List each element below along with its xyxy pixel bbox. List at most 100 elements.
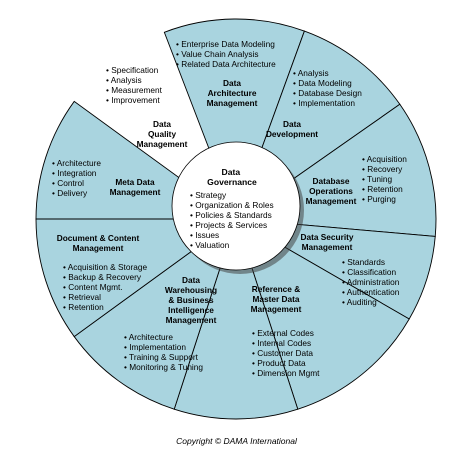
hub-disc (171, 141, 301, 271)
segment-item: • Specification (106, 65, 159, 75)
segment-title-line: Data Security (300, 232, 353, 242)
hub-item-list: • Strategy • Organization & Roles • Poli… (190, 190, 276, 250)
segment-item: • Purging (362, 194, 396, 204)
segment-item: • Content Mgmt. (63, 282, 123, 292)
segment-wedge-reference-master-data-management (235, 218, 410, 410)
hub-item: • Projects & Services (190, 220, 267, 230)
segment-items-data-architecture-management: • Enterprise Data Modeling• Value Chain … (176, 39, 276, 69)
segment-wedge-data-architecture-management (163, 18, 305, 221)
segment-item: • Analysis (106, 75, 142, 85)
hub-text: Data Governance • Strategy • Organizatio… (190, 167, 276, 250)
segment-title-line: Reference & (252, 284, 300, 294)
segment-title-line: Data (182, 275, 200, 285)
segment-item: • Analysis (293, 68, 329, 78)
segment-title-line: Data (153, 119, 171, 129)
segment-title-line: Operations (309, 186, 353, 196)
segment-title-line: Database (313, 176, 350, 186)
hub-title-line: Data (221, 167, 240, 177)
segment-item: • Integration (52, 168, 97, 178)
segment-item: • Measurement (106, 85, 163, 95)
segment-items-document-content-management: • Acquisition & Storage• Backup & Recove… (63, 262, 147, 312)
segment-title-line: Management (137, 139, 188, 149)
segment-item: • Implementation (124, 342, 186, 352)
segment-item: • Dimension Mgmt (252, 368, 320, 378)
hub-item: • Organization & Roles (190, 200, 274, 210)
segment-item: • Recovery (362, 164, 403, 174)
segment-wedge-data-warehousing-bi-management (173, 217, 299, 420)
segment-item: • Data Modeling (293, 78, 352, 88)
segment-item: • External Codes (252, 328, 314, 338)
segment-items-database-operations-management: • Acquisition• Recovery• Tuning• Retenti… (362, 154, 407, 204)
segment-item: • Improvement (106, 95, 160, 105)
segment-item: • Training & Support (124, 352, 199, 362)
segment-item: • Retrieval (63, 292, 101, 302)
segment-items-data-warehousing-bi-management: • Architecture• Implementation• Training… (124, 332, 203, 372)
segment-items-meta-data-management: • Architecture• Integration• Control• De… (52, 158, 101, 198)
segment-item: • Internal Codes (252, 338, 311, 348)
segment-item: • Customer Data (252, 348, 313, 358)
segment-title-line: Data (223, 78, 241, 88)
segment-item: • Control (52, 178, 84, 188)
segment-item: • Standards (342, 257, 385, 267)
hub-title: Data Governance (207, 167, 257, 187)
segment-title-line: Architecture (208, 88, 257, 98)
segment-title-line: Management (166, 315, 217, 325)
segment-item: • Product Data (252, 358, 306, 368)
segment-title-line: & Business (168, 295, 214, 305)
hub-circle (171, 141, 304, 274)
segment-title-line: Development (266, 129, 318, 139)
segment-item: • Acquisition (362, 154, 407, 164)
segment-item: • Tuning (362, 174, 393, 184)
hub-item: • Policies & Standards (190, 210, 272, 220)
segment-title-line: Data (283, 119, 301, 129)
segment-title-line: Management (207, 98, 258, 108)
segment-item: • Backup & Recovery (63, 272, 142, 282)
segment-title-line: Management (251, 304, 302, 314)
segment-title-line: Management (73, 243, 124, 253)
segment-item: • Auditing (342, 297, 377, 307)
segment-items-data-quality-management: • Specification• Analysis• Measurement• … (106, 65, 163, 105)
segment-item: • Retention (362, 184, 403, 194)
hub-item: • Valuation (190, 240, 230, 250)
segment-item: • Classification (342, 267, 396, 277)
segment-wedge-meta-data-management (35, 218, 238, 338)
segment-item: • Database Design (293, 88, 362, 98)
segment-title-line: Quality (148, 129, 177, 139)
hub-item: • Issues (190, 230, 219, 240)
segment-item: • Acquisition & Storage (63, 262, 147, 272)
segment-item: • Implementation (293, 98, 355, 108)
segment-item: • Retention (63, 302, 104, 312)
segment-wedge-document-content-management (73, 217, 237, 410)
segment-item: • Administration (342, 277, 400, 287)
segment-title-line: Warehousing (165, 285, 217, 295)
segment-items-reference-master-data-management: • External Codes• Internal Codes• Custom… (252, 328, 320, 378)
segment-item: • Value Chain Analysis (176, 49, 259, 59)
segment-items-data-development: • Analysis• Data Modeling• Database Desi… (293, 68, 362, 108)
segment-item: • Related Data Architecture (176, 59, 276, 69)
segment-item: • Authentication (342, 287, 400, 297)
hub-title-line: Governance (207, 177, 257, 187)
segment-title-line: Management (306, 196, 357, 206)
hub-item: • Strategy (190, 190, 227, 200)
copyright-notice: Copyright © DAMA International (176, 436, 297, 446)
segment-item: • Monitoring & Tuning (124, 362, 203, 372)
segment-item: • Enterprise Data Modeling (176, 39, 275, 49)
segment-title-line: Master Data (252, 294, 299, 304)
segment-item: • Architecture (52, 158, 101, 168)
segment-item: • Architecture (124, 332, 173, 342)
segment-title-line: Management (110, 187, 161, 197)
segment-title-line: Meta Data (115, 177, 155, 187)
segment-items-data-security-management: • Standards• Classification• Administrat… (342, 257, 400, 307)
segment-title-line: Management (302, 242, 353, 252)
